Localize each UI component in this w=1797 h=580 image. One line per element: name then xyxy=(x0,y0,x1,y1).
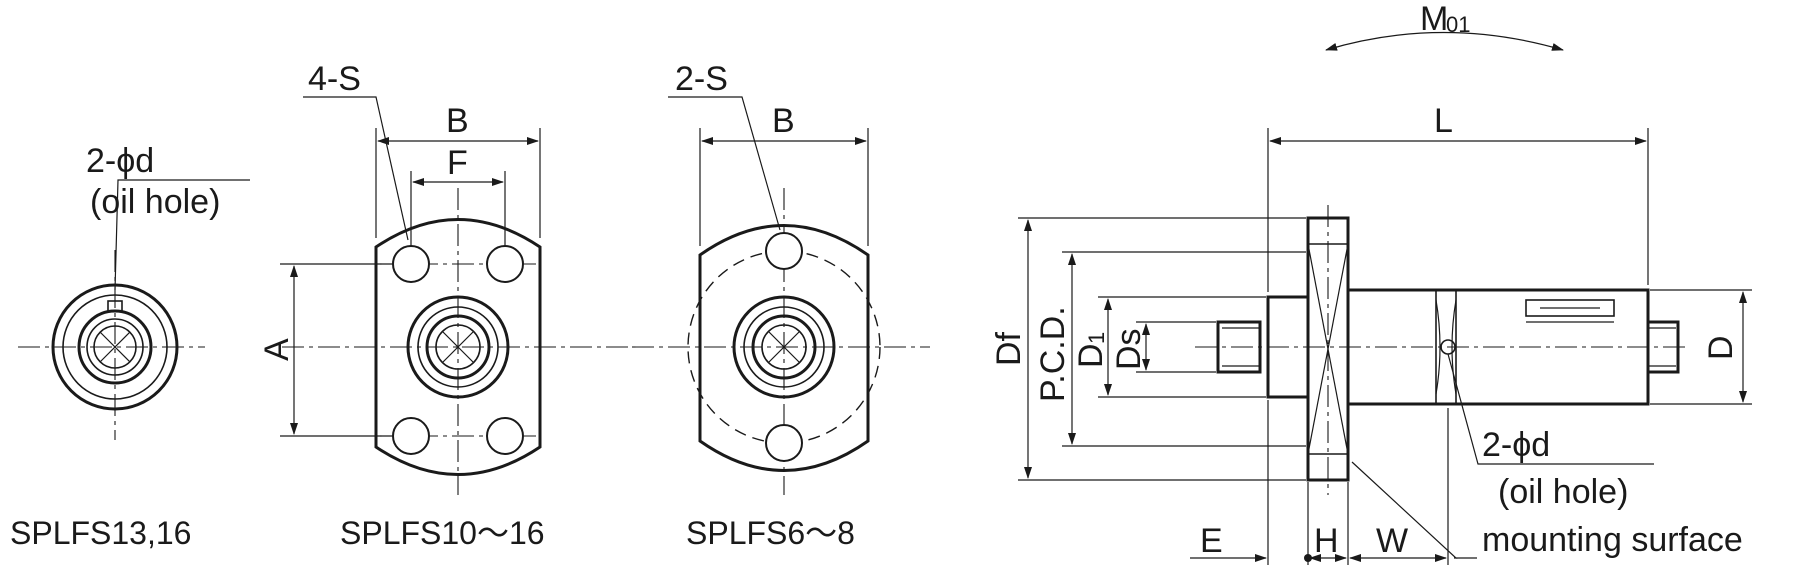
view-splfs6-8: B 2-S SPLFS6～8 xyxy=(632,60,930,551)
dim-a-label: A xyxy=(258,338,296,361)
mounting-surface-label: mounting surface xyxy=(1482,521,1743,559)
dim-d1-label: D xyxy=(1072,343,1110,368)
oil-hole-label: 2-ϕd xyxy=(86,142,154,180)
dim-h-label: H xyxy=(1314,522,1339,560)
dim-df-label: Df xyxy=(990,331,1028,366)
dim-w-label: W xyxy=(1376,522,1408,560)
dim-b-label-2: B xyxy=(772,102,795,140)
dim-pcd-label: P.C.D. xyxy=(1034,306,1072,402)
screw-label-2s: 2-S xyxy=(675,60,728,98)
caption-splfs10-16: SPLFS10～16 xyxy=(340,515,545,551)
dim-e-label: E xyxy=(1200,522,1223,560)
oil-hole-note: (oil hole) xyxy=(90,183,220,221)
side-oil-hole-note: (oil hole) xyxy=(1498,473,1628,511)
moment-label: M xyxy=(1420,0,1448,38)
view-side: M 01 L xyxy=(990,0,1752,565)
view-splfs10-16: B F A 4-S SPLFS10～16 xyxy=(258,60,640,551)
dim-d1-sub: 1 xyxy=(1084,332,1109,344)
moment-sub: 01 xyxy=(1446,12,1470,37)
dim-d-label: D xyxy=(1702,335,1740,360)
caption-splfs6-8: SPLFS6～8 xyxy=(686,515,855,551)
dim-ds-label: Ds xyxy=(1110,328,1148,370)
screw-label-4s: 4-S xyxy=(308,60,361,98)
view-splfs13-16: 2-ϕd (oil hole) SPLFS13,16 xyxy=(10,142,250,551)
dim-l-label: L xyxy=(1434,102,1453,140)
side-oil-hole-label: 2-ϕd xyxy=(1482,426,1550,464)
dim-f-label: F xyxy=(447,144,468,182)
dim-b-label: B xyxy=(446,102,469,140)
caption-splfs13-16: SPLFS13,16 xyxy=(10,515,191,551)
